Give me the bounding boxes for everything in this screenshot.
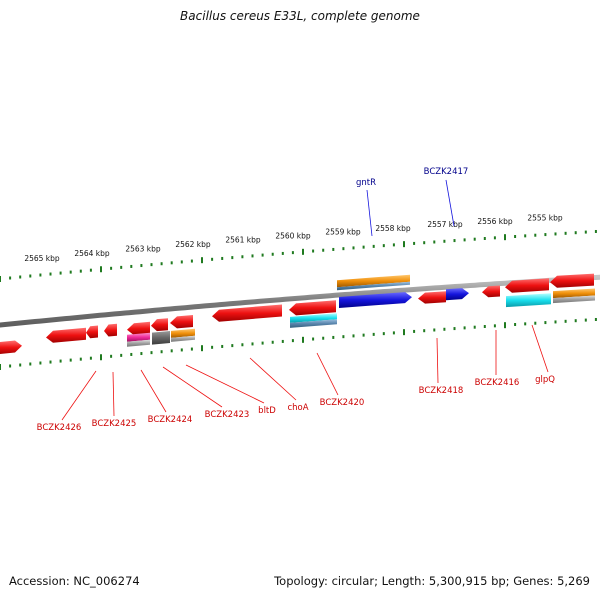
kbp-label: 2560 kbp xyxy=(275,232,311,241)
backbone-line xyxy=(0,274,600,328)
gene-label: BCZK2418 xyxy=(419,386,464,396)
gene-box xyxy=(553,288,595,299)
kbp-label: 2558 kbp xyxy=(375,224,411,233)
gene-arrow xyxy=(482,285,500,298)
gene-box xyxy=(171,335,195,342)
gene-label: gntR xyxy=(356,178,376,188)
leader-line xyxy=(162,366,223,408)
reverse-scale-ticks xyxy=(0,317,597,370)
label-leader-lines xyxy=(61,179,549,421)
gene-arrow xyxy=(446,288,469,301)
gene-label: choA xyxy=(287,403,308,413)
gene-arrow xyxy=(505,278,549,293)
gene-arrow xyxy=(170,315,193,329)
leader-line xyxy=(112,371,115,417)
leader-line xyxy=(61,370,97,421)
gene-label: bltD xyxy=(258,406,276,416)
gene-label: BCZK2423 xyxy=(205,410,250,420)
gene-box xyxy=(506,293,551,308)
gene-label: BCZK2416 xyxy=(475,378,520,388)
gene-label: glpQ xyxy=(535,375,555,385)
kbp-label: 2563 kbp xyxy=(125,244,161,253)
leader-line xyxy=(185,364,265,404)
gene-arrow xyxy=(151,318,168,332)
leader-line xyxy=(445,179,455,227)
gene-label: BCZK2425 xyxy=(92,419,137,429)
gene-box xyxy=(152,331,170,345)
leader-line xyxy=(249,357,297,401)
kbp-label: 2559 kbp xyxy=(325,228,361,237)
gene-arrow xyxy=(127,321,150,336)
leader-line xyxy=(531,324,549,373)
kbp-scale-labels: 2565 kbp 2564 kbp 2563 kbp 2562 kbp 2561 kbp… xyxy=(24,214,563,263)
gene-arrow xyxy=(289,300,336,316)
forward-scale-ticks xyxy=(0,229,597,282)
map-title: Bacillus cereus E33L, complete genome xyxy=(180,9,420,23)
gene-box xyxy=(290,313,337,323)
gene-arrow xyxy=(212,304,282,322)
gene-arrow xyxy=(46,327,86,343)
gene-label: BCZK2426 xyxy=(37,423,82,433)
kbp-label: 2565 kbp xyxy=(24,254,60,263)
gene-arrow xyxy=(339,292,412,308)
gene-box xyxy=(127,332,150,342)
kbp-label: 2556 kbp xyxy=(477,217,513,226)
accession-text: Accession: NC_006274 xyxy=(9,574,140,588)
gene-arrow xyxy=(0,340,22,354)
gene-arrow xyxy=(86,325,98,339)
gene-box xyxy=(127,339,150,347)
gene-box xyxy=(171,328,195,338)
kbp-label: 2555 kbp xyxy=(527,214,563,223)
leader-line xyxy=(366,189,373,237)
kbp-label: 2562 kbp xyxy=(175,240,211,249)
kbp-label: 2561 kbp xyxy=(225,236,261,245)
gene-arrow xyxy=(418,291,446,304)
leader-line xyxy=(316,352,339,396)
genome-summary-text: Topology: circular; Length: 5,300,915 bp… xyxy=(274,574,590,588)
kbp-label: 2564 kbp xyxy=(74,249,110,258)
gene-box xyxy=(553,295,595,304)
gene-arrow xyxy=(550,273,594,288)
gene-label: BCZK2424 xyxy=(148,415,193,425)
gene-features xyxy=(0,273,595,354)
genome-backbone xyxy=(0,274,600,328)
gene-box xyxy=(337,281,410,291)
kbp-label: 2557 kbp xyxy=(427,220,463,229)
leader-line xyxy=(140,369,167,413)
gene-box xyxy=(337,274,410,288)
gene-box xyxy=(290,319,337,328)
gene-label: BCZK2420 xyxy=(320,398,365,408)
gene-label: BCZK2417 xyxy=(424,167,469,177)
leader-line xyxy=(436,337,439,384)
gene-arrow xyxy=(104,323,117,337)
